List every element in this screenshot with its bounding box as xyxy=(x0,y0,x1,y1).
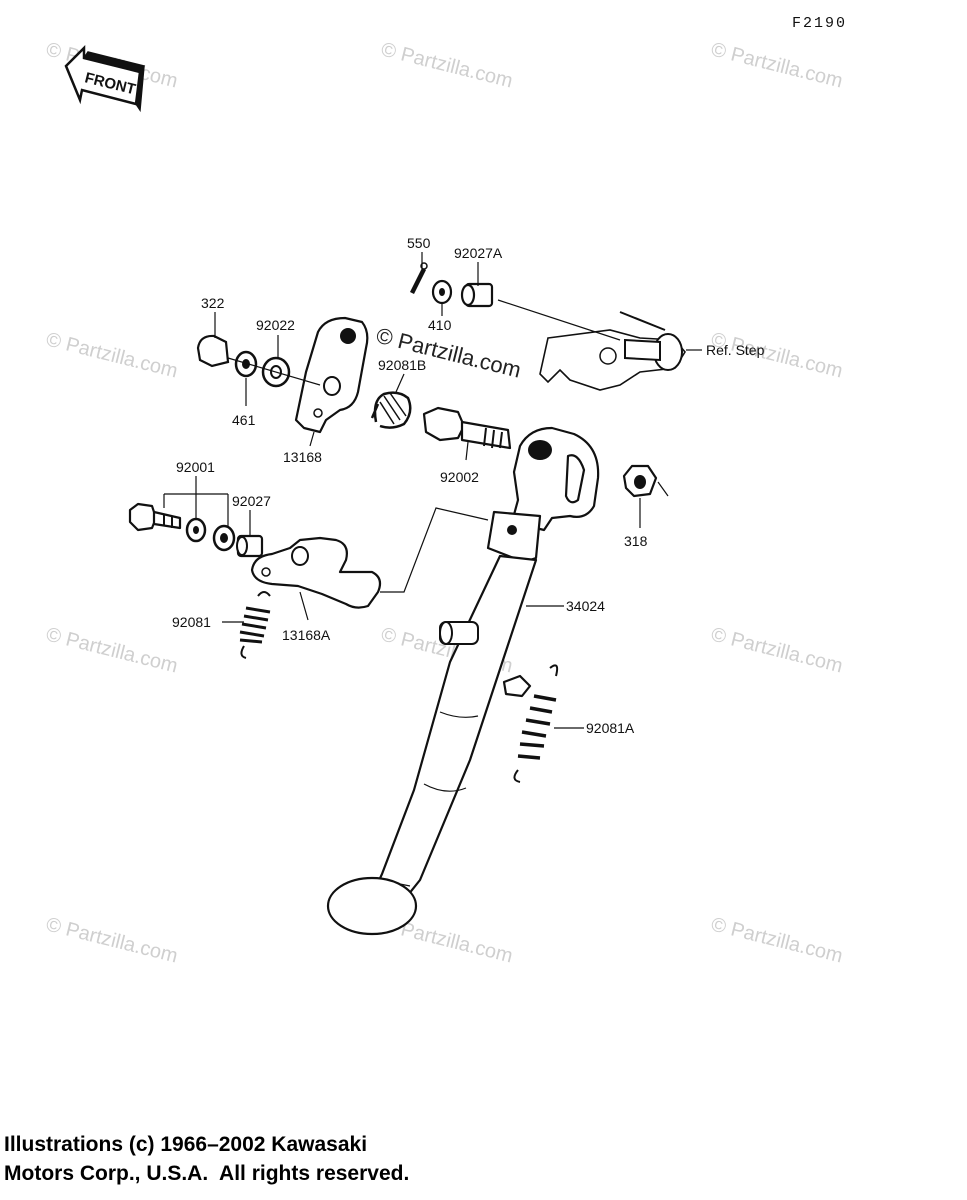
cotter-pin-550 xyxy=(410,262,428,294)
callout-322: 322 xyxy=(201,295,225,311)
callout-92081: 92081 xyxy=(172,614,211,630)
figure-code: F2190 xyxy=(792,15,848,32)
spring-92081 xyxy=(239,591,271,659)
callout-410: 410 xyxy=(428,317,452,333)
callout-92002: 92002 xyxy=(440,469,479,485)
copyright-notice: Illustrations (c) 1966–2002 Kawasaki Mot… xyxy=(4,1130,409,1188)
callout-ref-step: Ref. Step xyxy=(706,342,765,358)
cap-nut-322 xyxy=(196,334,230,368)
plate-13168 xyxy=(294,316,369,434)
watermark: © Partzilla.com xyxy=(379,39,515,93)
lever-13168A xyxy=(250,536,382,609)
collar-92027A xyxy=(460,282,494,308)
callout-92001: 92001 xyxy=(176,459,215,475)
bolt-92002 xyxy=(422,406,512,450)
callout-92022: 92022 xyxy=(256,317,295,333)
spring-92081B xyxy=(370,391,412,429)
bolt-92001 xyxy=(128,502,182,532)
callout-13168: 13168 xyxy=(283,449,322,465)
washer-92001 xyxy=(185,517,207,543)
washer-92001-b xyxy=(212,524,236,552)
callout-318: 318 xyxy=(624,533,648,549)
copyright-line-2: Motors Corp., U.S.A. All rights reserved… xyxy=(4,1162,410,1185)
washer-461 xyxy=(234,350,258,378)
callout-92081A: 92081A xyxy=(586,720,635,736)
watermark: © Partzilla.com xyxy=(44,329,180,383)
callout-461: 461 xyxy=(232,412,256,428)
stand-spring-hook xyxy=(502,674,532,698)
callout-550: 550 xyxy=(407,235,431,251)
copyright-line-1: Illustrations (c) 1966–2002 Kawasaki xyxy=(4,1133,368,1156)
side-stand-34024 xyxy=(326,426,600,936)
callout-34024: 34024 xyxy=(566,598,605,614)
washer-410 xyxy=(431,279,453,305)
watermark: © Partzilla.com xyxy=(44,624,180,678)
watermark: © Partzilla.com xyxy=(709,914,845,968)
callout-13168A: 13168A xyxy=(282,627,331,643)
callout-92081B: 92081B xyxy=(378,357,426,373)
watermark: © Partzilla.com xyxy=(709,39,845,93)
watermark: © Partzilla.com xyxy=(709,624,845,678)
callout-lines xyxy=(163,252,702,729)
ref-step-bracket xyxy=(539,311,686,391)
callout-92027: 92027 xyxy=(232,493,271,509)
collar-92027 xyxy=(236,534,264,558)
spring-92081A xyxy=(513,664,559,783)
stand-pin xyxy=(439,621,479,645)
watermark: © Partzilla.com xyxy=(44,914,180,968)
callout-labels: 550 92027A 410 Ref. Step 322 92022 461 9… xyxy=(172,235,765,736)
front-arrow-icon: FRONT xyxy=(64,44,146,113)
callout-92027A: 92027A xyxy=(454,245,503,261)
nut-318 xyxy=(622,464,658,498)
